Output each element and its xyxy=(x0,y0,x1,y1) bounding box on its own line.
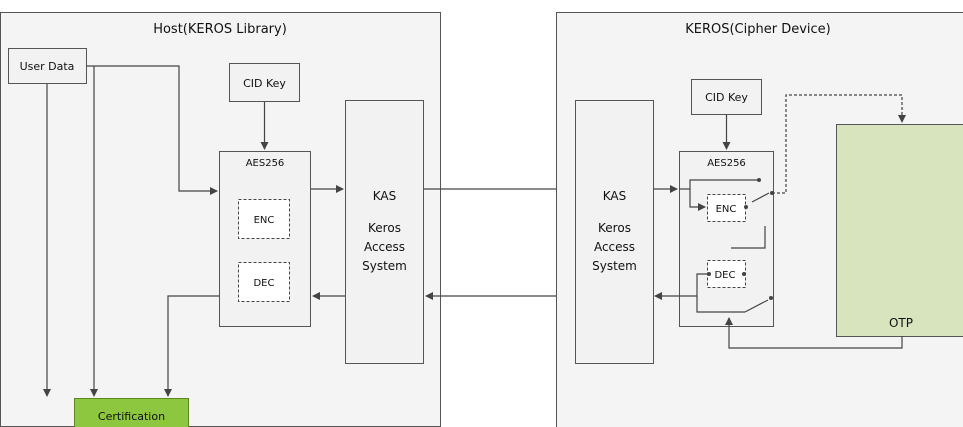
otp-label: OTP xyxy=(889,316,913,330)
host-aes-to-certification-arrow xyxy=(164,295,219,397)
lower-switch-contact xyxy=(769,296,773,300)
device-kas-block: KAS Keros Access System xyxy=(575,100,654,364)
device-enc-label: ENC xyxy=(716,204,737,215)
device-cid-key-block: CID Key xyxy=(691,79,762,115)
enc-bracket-line xyxy=(731,226,766,249)
otp-to-aes-arrow xyxy=(725,317,903,349)
dec-to-output-line xyxy=(679,273,709,297)
host-enc-label: ENC xyxy=(254,215,275,226)
host-aes-block: AES256 ENC DEC xyxy=(219,151,311,327)
switch-contact-top xyxy=(757,178,761,182)
otp-block: OTP xyxy=(836,124,963,337)
user-data-box xyxy=(8,48,87,84)
device-connectors xyxy=(653,94,906,349)
host-dec-box xyxy=(238,262,290,302)
certification-label: Certification xyxy=(98,410,165,423)
certification-block: Certification xyxy=(74,398,189,427)
enc-output-node xyxy=(744,205,748,209)
host-cid-key-block: CID Key xyxy=(229,63,300,102)
host-kas-box xyxy=(345,100,424,364)
host-kas-line1: Keros xyxy=(368,221,401,235)
lower-bus-line xyxy=(696,296,745,313)
upper-switch-blade xyxy=(751,192,770,203)
device-dec-label: DEC xyxy=(714,270,735,281)
device-kas-line3: System xyxy=(592,259,637,273)
host-kas-line3: System xyxy=(362,259,407,273)
device-cid-key-label: CID Key xyxy=(705,91,748,104)
device-aes-box xyxy=(679,151,774,327)
host-dec-label: DEC xyxy=(253,278,274,289)
host-panel-title: Host(KEROS Library) xyxy=(153,22,287,37)
host-connectors xyxy=(43,65,345,397)
host-kas-label: KAS xyxy=(373,189,396,203)
host-cid-key-label: CID Key xyxy=(243,77,286,90)
device-kas-box xyxy=(575,100,654,364)
device-aes-block: AES256 ENC DEC xyxy=(679,151,774,327)
host-aes-label: AES256 xyxy=(246,158,285,169)
device-cid-key-box xyxy=(691,79,762,115)
user-data-label: User Data xyxy=(20,60,75,73)
userdata-to-aes-arrow xyxy=(86,65,218,195)
device-aes-label: AES256 xyxy=(707,158,746,169)
user-data-block: User Data xyxy=(8,48,87,84)
dec-output-node xyxy=(742,272,746,276)
device-kas-line2: Access xyxy=(594,240,635,254)
host-kas-line2: Access xyxy=(364,240,405,254)
device-input-top-branch xyxy=(679,179,759,190)
device-to-otp-dotted-arrow xyxy=(772,94,906,194)
device-dec-box xyxy=(707,260,746,288)
device-panel-title: KEROS(Cipher Device) xyxy=(685,22,831,37)
device-enc-box xyxy=(707,194,746,222)
certification-box xyxy=(74,398,189,427)
device-input-to-enc xyxy=(689,189,706,211)
host-cid-key-box xyxy=(229,63,300,102)
host-enc-box xyxy=(238,199,290,239)
otp-box xyxy=(836,124,963,337)
inter-panel-links xyxy=(424,185,575,300)
device-kas-line1: Keros xyxy=(598,221,631,235)
lower-switch-blade xyxy=(744,299,769,313)
host-kas-block: KAS Keros Access System xyxy=(345,100,424,364)
device-kas-label: KAS xyxy=(603,189,626,203)
